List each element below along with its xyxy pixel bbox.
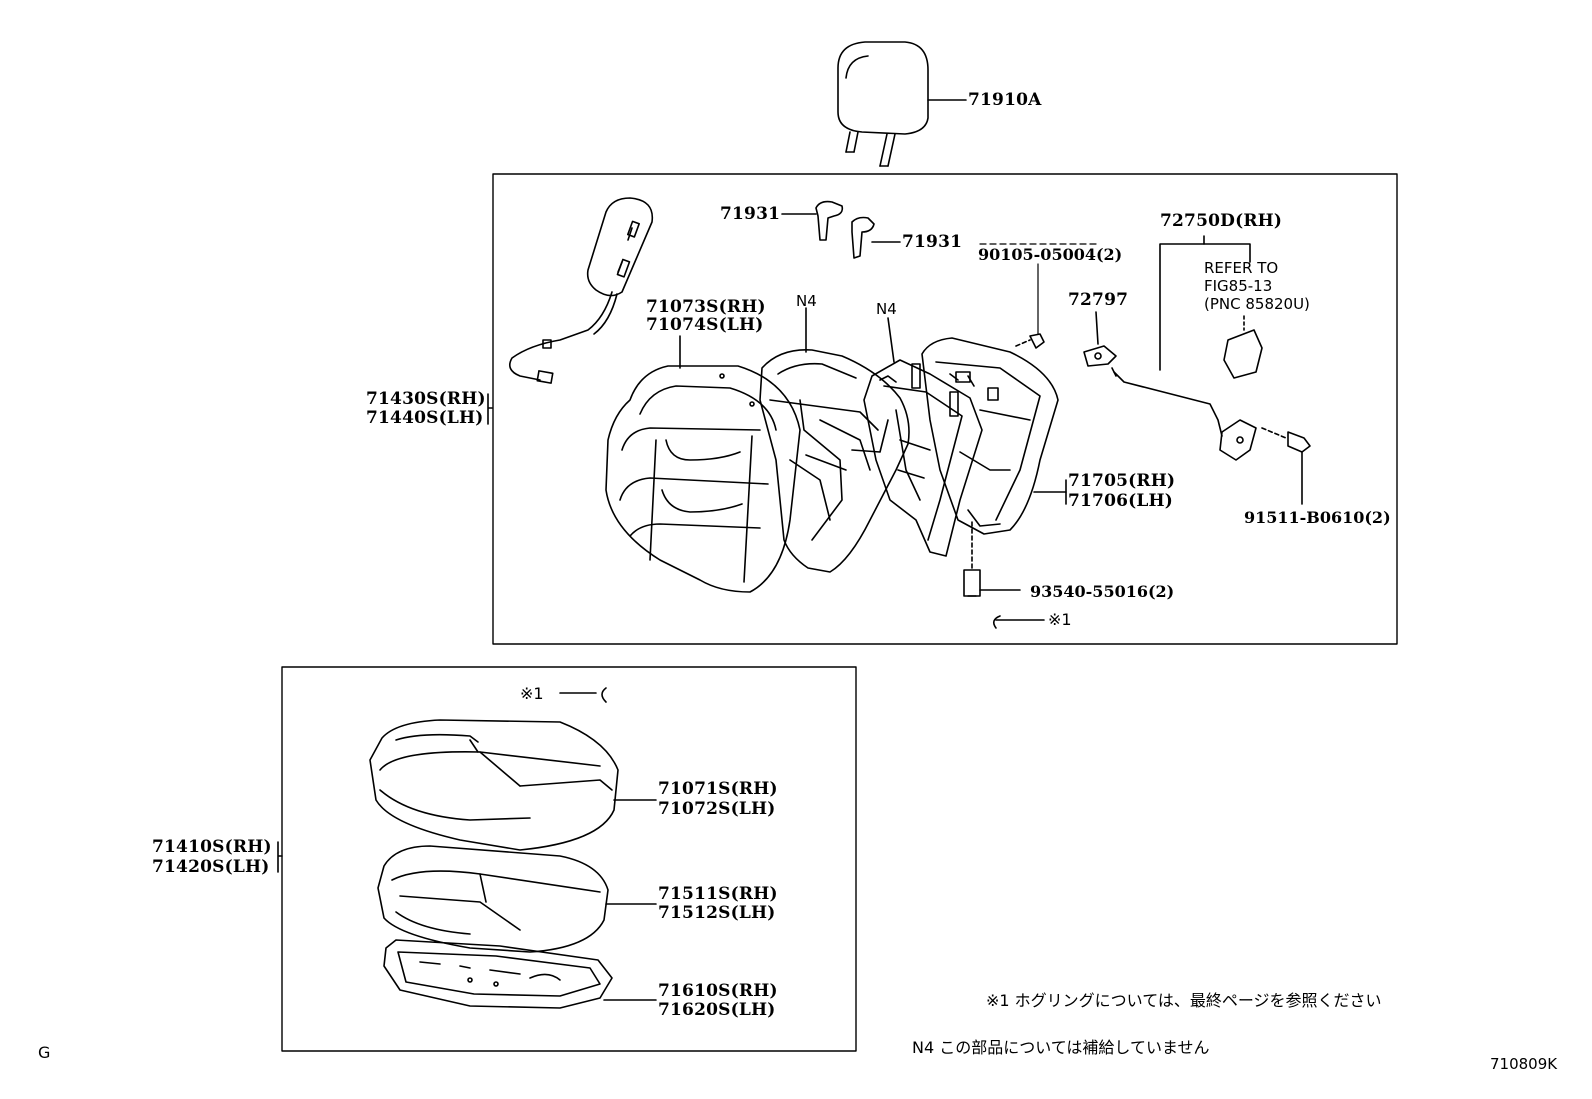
label-back-assy-lh: 71440S(LH) (366, 408, 484, 428)
bolt-91511-part (1261, 427, 1311, 453)
footer-left-code: G (38, 1043, 51, 1062)
label-refer-line1: REFER TO (1204, 259, 1279, 277)
label-n4-pad: N4 (796, 292, 817, 310)
figure-code: 710809K (1490, 1055, 1558, 1073)
label-hog-ring-upper: ※1 (1048, 610, 1072, 629)
cushion-pad-part (377, 845, 609, 953)
seatback-frame-assy-part (921, 337, 1059, 535)
label-cushion-cover-rh: 71071S(RH) (658, 779, 778, 799)
label-bolt-90105: 90105-05004(2) (978, 245, 1123, 264)
leader-bracket (1095, 311, 1099, 345)
note-n4-not-supplied: N4 この部品については補給していません (912, 1038, 1210, 1057)
label-cushion-assy-rh: 71410S(RH) (152, 837, 272, 857)
leader-n4-b (887, 317, 895, 363)
label-n4-frame: N4 (876, 300, 897, 318)
label-cushion-frame-rh: 71610S(RH) (658, 981, 778, 1001)
label-bolt-93540: 93540-55016(2) (1030, 582, 1175, 601)
bolt-93540-part (963, 521, 981, 597)
seatback-frame-part (863, 359, 983, 557)
hog-ring-lower-symbol (601, 687, 607, 703)
headrest-part (837, 41, 929, 167)
label-clip-71931-a: 71931 (720, 204, 781, 224)
label-back-frame-rh: 71705(RH) (1068, 471, 1176, 491)
label-back-assy-rh: 71430S(RH) (366, 389, 486, 409)
label-cushion-pad-lh: 71512S(LH) (658, 903, 776, 923)
label-refer-line3: (PNC 85820U) (1204, 295, 1310, 313)
leader-back-assy (487, 393, 493, 425)
cushion-frame-part (383, 939, 613, 1009)
label-hog-ring-lower: ※1 (520, 684, 544, 703)
label-refer-line2: FIG85-13 (1204, 277, 1273, 295)
seatback-group-frame (492, 173, 1398, 645)
label-clip-71931-b: 71931 (902, 232, 963, 252)
label-headrest-71910a: 71910A (968, 90, 1042, 110)
clip-parts (815, 200, 875, 259)
note-hog-ring: ※1 ホグリングについては、最終ページを参照ください (986, 991, 1382, 1010)
side-airbag-part (509, 197, 654, 384)
label-back-cover-lh: 71074S(LH) (646, 315, 764, 335)
cushion-cover-part (369, 719, 619, 851)
label-cushion-assy-lh: 71420S(LH) (152, 857, 270, 877)
label-bracket-72797: 72797 (1068, 290, 1129, 310)
bolt-90105-part (1015, 333, 1045, 349)
lock-rod-part (1111, 315, 1263, 461)
label-bolt-91511: 91511-B0610(2) (1244, 508, 1391, 527)
seatback-cover-part (605, 365, 801, 593)
label-cushion-cover-lh: 71072S(LH) (658, 799, 776, 819)
label-cushion-frame-lh: 71620S(LH) (658, 1000, 776, 1020)
leader-cushion-assy (277, 841, 283, 873)
seatback-pad-part (759, 349, 910, 573)
label-back-cover-rh: 71073S(RH) (646, 297, 766, 317)
label-back-frame-lh: 71706(LH) (1068, 491, 1174, 511)
label-cushion-pad-rh: 71511S(RH) (658, 884, 778, 904)
hog-ring-upper-symbol (992, 615, 1001, 629)
leader-lock-rod (1159, 243, 1251, 371)
cushion-group-frame (281, 666, 857, 1052)
bracket-72797-part (1083, 345, 1117, 367)
label-lock-72750d: 72750D(RH) (1160, 211, 1283, 231)
